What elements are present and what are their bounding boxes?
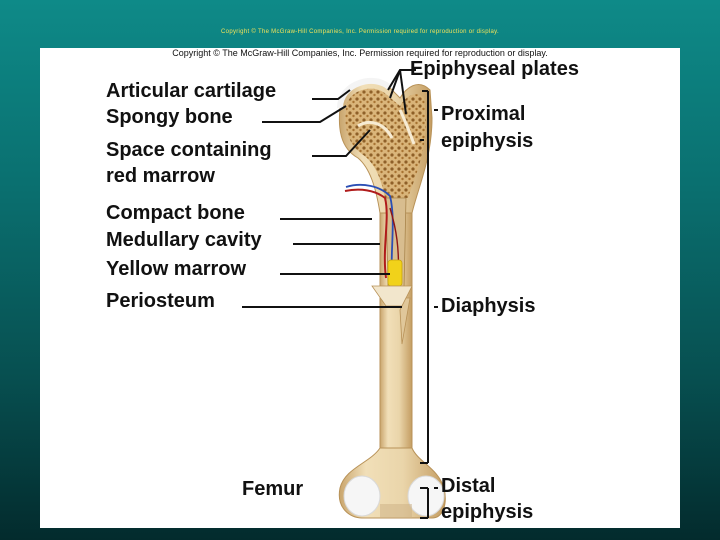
label-epiphyseal-plates: Epiphyseal plates <box>410 57 579 82</box>
label-space-red-marrow-line2: red marrow <box>106 164 215 189</box>
label-compact-bone: Compact bone <box>106 201 245 226</box>
label-proximal-line2: epiphysis <box>441 129 533 154</box>
label-yellow-marrow: Yellow marrow <box>106 257 246 282</box>
yellow-marrow-shape <box>388 260 402 286</box>
label-articular-cartilage: Articular cartilage <box>106 79 276 104</box>
label-distal-line1: Distal <box>441 474 495 499</box>
label-femur: Femur <box>242 477 303 502</box>
leader-spongy-bone <box>262 106 346 122</box>
label-space-red-marrow-line1: Space containing <box>106 138 272 163</box>
distal-shadow <box>380 504 412 518</box>
label-distal-line2: epiphysis <box>441 500 533 525</box>
label-periosteum: Periosteum <box>106 289 215 314</box>
condyle-cartilage <box>408 476 444 516</box>
label-spongy-bone: Spongy bone <box>106 105 233 130</box>
condyle-cartilage <box>344 476 380 516</box>
label-diaphysis: Diaphysis <box>441 294 535 319</box>
diagram-panel: Copyright © The McGraw-Hill Companies, I… <box>40 48 680 528</box>
label-medullary-cavity: Medullary cavity <box>106 228 262 253</box>
slide-copyright-text: Copyright © The McGraw-Hill Companies, I… <box>0 29 720 35</box>
label-proximal-line1: Proximal <box>441 102 525 127</box>
